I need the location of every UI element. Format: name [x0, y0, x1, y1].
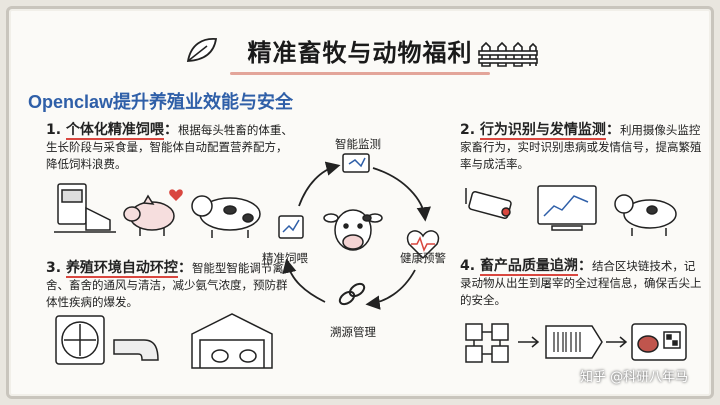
cow-face-icon	[323, 209, 383, 251]
section-heading: 行为识别与发情监测	[479, 122, 606, 140]
section-precision-feeding: 1. 个体化精准饲喂：根据每头牲畜的体重、生长阶段与采食量，智能体自动配置营养配…	[46, 122, 296, 173]
cow-icon	[191, 195, 261, 238]
health-alert-icon	[406, 230, 440, 260]
section-heading: 养殖环境自动环控	[65, 260, 178, 278]
fan-icon	[55, 315, 105, 365]
barcode-tag-icon	[545, 325, 603, 359]
leaf-icon	[186, 38, 218, 62]
feeder-icon	[54, 183, 116, 233]
chain-link-icon	[338, 282, 366, 306]
cow-icon	[614, 194, 677, 236]
environment-illustration	[55, 313, 273, 369]
page-title: 精准畜牧与动物福利	[247, 39, 473, 67]
section-number: 4.	[460, 258, 480, 274]
title-area: 精准畜牧与动物福利	[180, 34, 540, 75]
cycle-arrow	[365, 269, 416, 310]
meat-package-icon	[631, 323, 687, 361]
arrow-icon	[606, 336, 628, 348]
barn-icon	[191, 313, 273, 369]
section-body: 智能型智能调节禽舍、畜舍的通风与清洁，减少氨气浓度，预防群体性疾病的爆发。	[46, 261, 288, 309]
growth-chart-icon	[278, 215, 304, 239]
monitor-icon	[537, 185, 597, 231]
traceability-illustration	[465, 323, 687, 363]
cycle-arrow	[282, 258, 326, 303]
heading-separator: ：	[163, 122, 178, 138]
cycle-label-traceability: 溯源管理	[330, 325, 376, 339]
heading-separator: ：	[177, 260, 192, 276]
section-body: 利用摄像头监控家畜行为，实时识别患病或发情信号，提高繁殖率与成活率。	[460, 123, 702, 171]
section-number: 1.	[46, 122, 66, 138]
section-number: 3.	[46, 260, 66, 276]
cycle-label-monitoring: 智能监测	[335, 137, 381, 151]
heart-icon	[169, 189, 183, 201]
cycle-arrow	[298, 161, 341, 207]
arrow-icon	[518, 336, 540, 348]
monitoring-icon	[342, 153, 370, 173]
section-number: 2.	[460, 122, 480, 138]
section-environment-control: 3. 养殖环境自动环控：智能型智能调节禽舍、畜舍的通风与清洁，减少氨气浓度，预防…	[46, 260, 296, 311]
section-body: 结合区块链技术，记录动物从出生到屠宰的全过程信息，确保舌尖上的安全。	[460, 259, 702, 307]
feeding-illustration	[54, 183, 261, 238]
cycle-label-feeding: 精准饲喂	[262, 251, 308, 265]
section-body: 根据每头牲畜的体重、生长阶段与采食量，智能体自动配置营养配方，降低饲料浪费。	[46, 123, 293, 171]
cycle-arrow	[372, 167, 431, 222]
cycle-label-health-alert: 健康预警	[400, 251, 446, 265]
section-behavior-recognition: 2. 行为识别与发情监测：利用摄像头监控家畜行为，实时识别患病或发情信号，提高繁…	[460, 122, 705, 173]
section-heading: 畜产品质量追溯	[479, 258, 578, 276]
title-underline	[230, 72, 490, 75]
cycle-diagram	[278, 153, 440, 310]
heading-separator: ：	[577, 258, 592, 274]
monitoring-illustration	[465, 185, 677, 236]
subtitle: Openclaw提升养殖业效能与安全	[28, 92, 294, 112]
fence-icon	[478, 41, 538, 67]
watermark: 知乎 @科研八年马	[580, 370, 689, 385]
section-traceability: 4. 畜产品质量追溯：结合区块链技术，记录动物从出生到屠宰的全过程信息，确保舌尖…	[460, 258, 705, 309]
duct-icon	[113, 339, 159, 361]
section-heading: 个体化精准饲喂	[65, 122, 164, 140]
pig-icon	[123, 194, 175, 236]
camera-icon	[465, 188, 512, 219]
heading-separator: ：	[605, 122, 620, 138]
blockchain-icon	[465, 323, 509, 363]
